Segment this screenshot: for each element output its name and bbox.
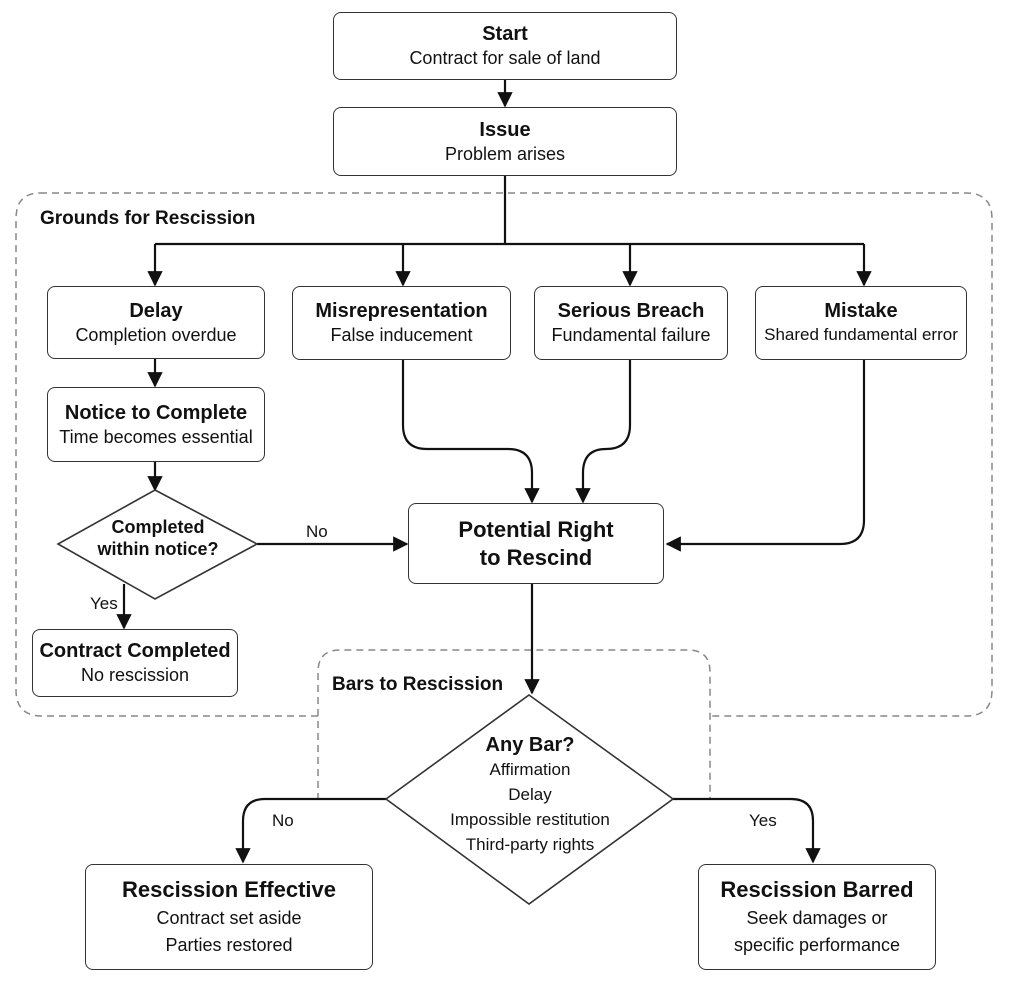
delay-box: Delay Completion overdue <box>47 286 265 359</box>
misrepresentation-title: Misrepresentation <box>315 300 488 322</box>
contract-completed-title: Contract Completed <box>39 640 231 662</box>
potential-line1: Potential Right <box>458 516 614 542</box>
potential-line2: to Rescind <box>479 544 593 570</box>
potential-right-box: Potential Right to Rescind <box>408 503 664 584</box>
start-title: Start <box>482 23 528 45</box>
any-bar-item: Third-party rights <box>465 835 595 854</box>
any-bar-item: Impossible restitution <box>450 810 610 829</box>
effective-line1: Contract set aside <box>156 908 302 928</box>
arrow-misrep-potential <box>401 360 540 504</box>
bars-group-label: Bars to Rescission <box>332 674 504 695</box>
contract-completed-box: Contract Completed No rescission <box>32 629 238 697</box>
serious-breach-title: Serious Breach <box>557 300 705 322</box>
misrepresentation-subtitle: False inducement <box>330 325 473 345</box>
any-bar-item: Delay <box>508 785 552 804</box>
serious-breach-box: Serious Breach Fundamental failure <box>534 286 728 360</box>
delay-subtitle: Completion overdue <box>75 324 237 345</box>
barred-title: Rescission Barred <box>720 877 914 902</box>
any-bar-diamond <box>384 694 675 905</box>
any-bar-text: Any Bar? Affirmation Delay Impossible re… <box>420 733 640 857</box>
bars-group-border <box>317 649 711 800</box>
effective-title: Rescission Effective <box>122 877 336 902</box>
any-bar-yes-label: Yes <box>749 811 777 830</box>
any-bar-item: Affirmation <box>489 760 571 779</box>
mistake-title: Mistake <box>824 300 898 322</box>
completed-decision-line1: Completed <box>111 517 205 537</box>
contract-completed-subtitle: No rescission <box>80 665 190 685</box>
barred-line2: specific performance <box>733 935 901 955</box>
rescission-barred-box: Rescission Barred Seek damages or specif… <box>698 864 936 970</box>
notice-title: Notice to Complete <box>64 401 248 424</box>
mistake-box: Mistake Shared fundamental error <box>755 286 967 360</box>
arrow-mistake-potential <box>665 360 866 552</box>
arrow-breach-potential <box>575 360 632 504</box>
completed-decision-diamond <box>56 489 259 600</box>
arrow-bar-no <box>235 797 386 864</box>
rescission-effective-box: Rescission Effective Contract set aside … <box>85 864 373 970</box>
completed-no-label: No <box>306 522 328 541</box>
mistake-subtitle: Shared fundamental error <box>764 325 958 344</box>
completed-decision-text: Completed within notice? <box>78 516 238 560</box>
arrow-bar-yes <box>673 797 821 864</box>
effective-line2: Parties restored <box>165 935 293 955</box>
issue-title: Issue <box>479 118 531 141</box>
grounds-group-label: Grounds for Rescission <box>40 208 256 229</box>
start-subtitle: Contract for sale of land <box>409 48 601 68</box>
any-bar-title: Any Bar? <box>485 734 575 756</box>
delay-title: Delay <box>129 299 183 322</box>
issue-box: Issue Problem arises <box>333 107 677 176</box>
any-bar-no-label: No <box>272 811 294 830</box>
start-box: Start Contract for sale of land <box>333 12 677 80</box>
completed-yes-label: Yes <box>90 594 118 613</box>
issue-subtitle: Problem arises <box>444 143 566 164</box>
grounds-group-border <box>15 192 993 717</box>
barred-line1: Seek damages or <box>746 908 888 928</box>
serious-breach-subtitle: Fundamental failure <box>551 325 711 345</box>
completed-decision-line2: within notice? <box>97 539 219 559</box>
misrepresentation-box: Misrepresentation False inducement <box>292 286 511 360</box>
notice-subtitle: Time becomes essential <box>59 426 253 447</box>
notice-to-complete-box: Notice to Complete Time becomes essentia… <box>47 387 265 462</box>
